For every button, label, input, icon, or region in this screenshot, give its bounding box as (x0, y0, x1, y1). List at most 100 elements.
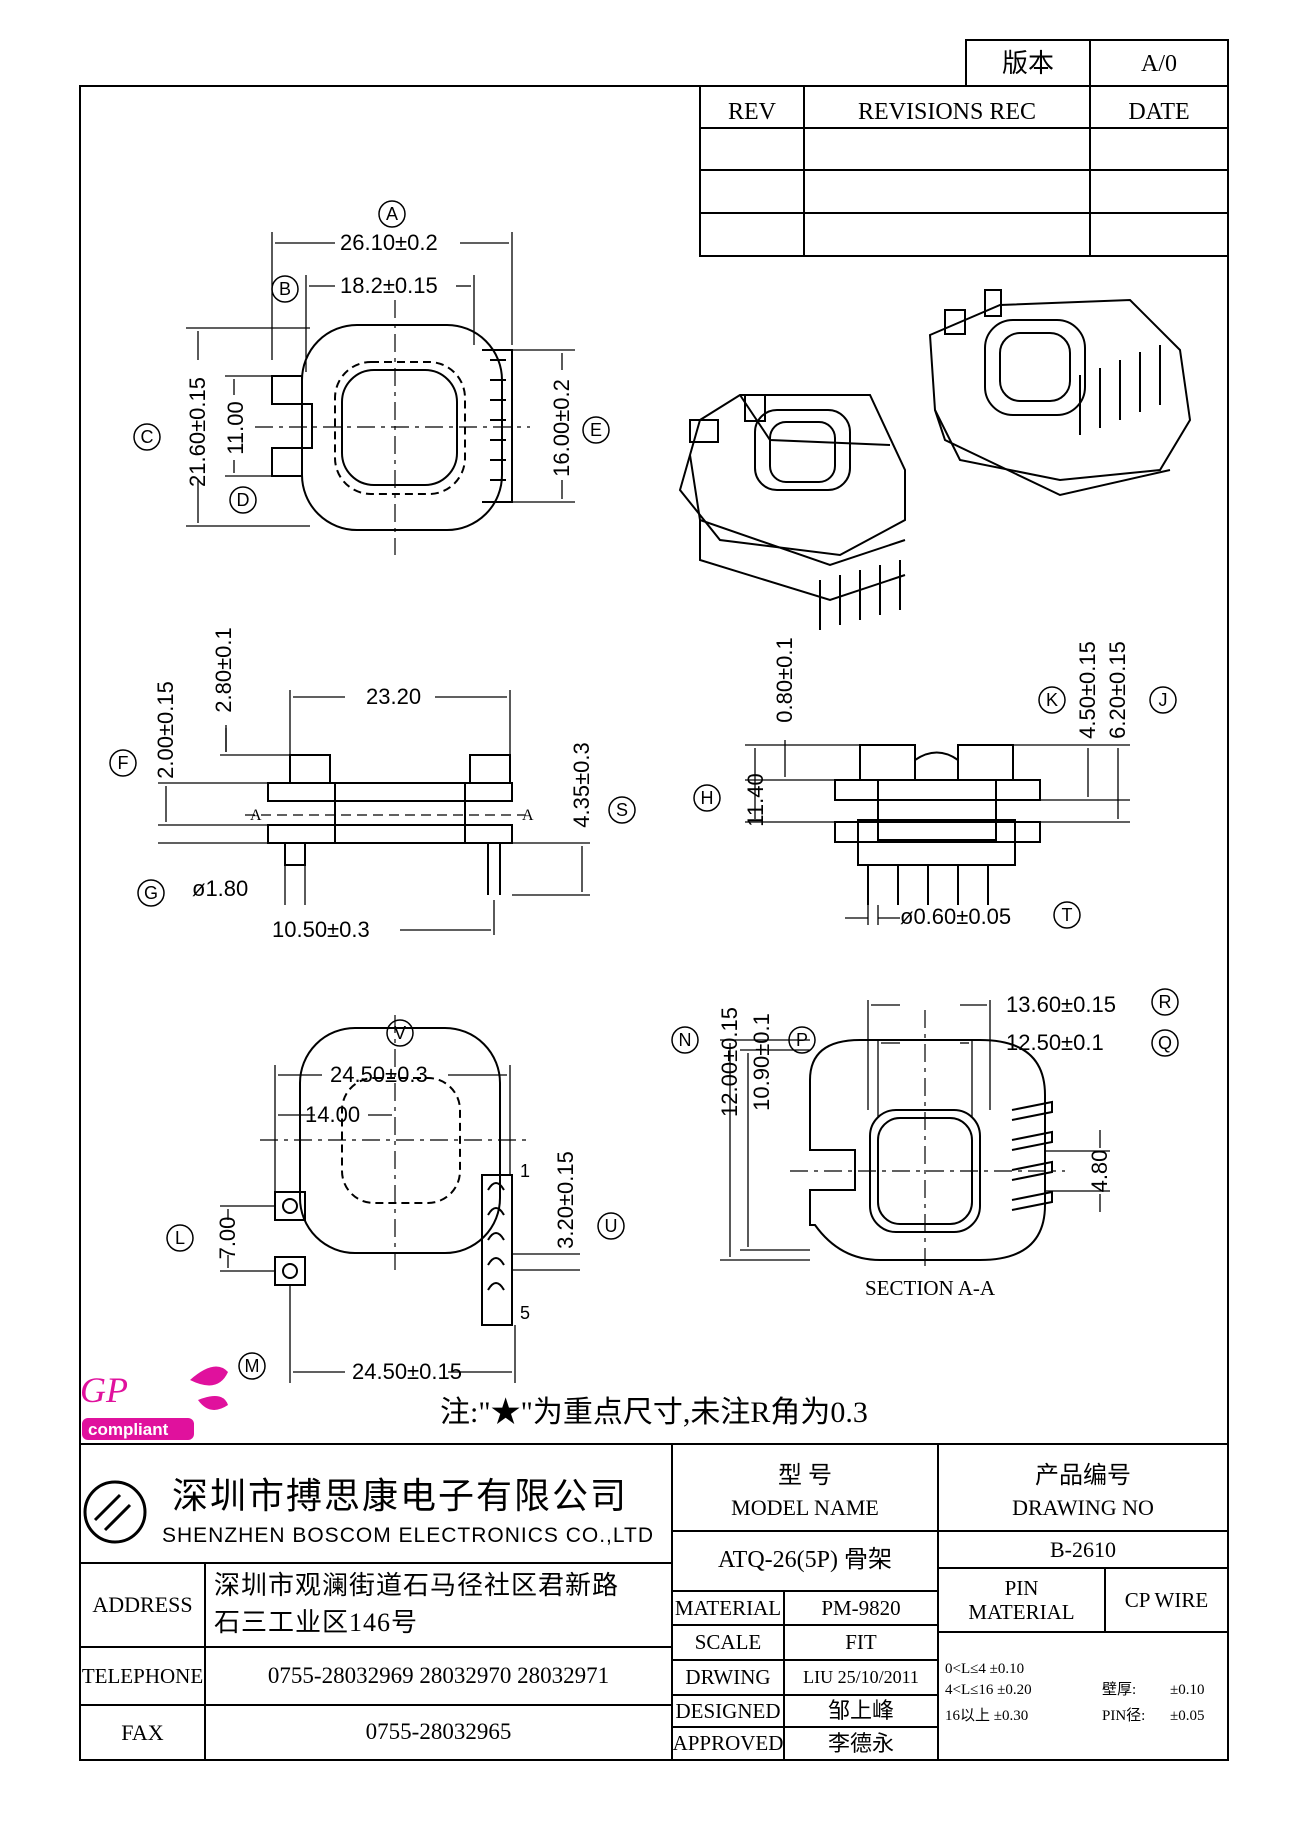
scale-label: SCALE (694, 1630, 762, 1655)
side-view (245, 754, 525, 895)
section-label: SECTION A-A (865, 1276, 996, 1300)
dim-g: ø1.80 (192, 876, 249, 901)
callout-h: H (700, 788, 714, 808)
dim-k: 4.50±0.15 (1075, 641, 1100, 739)
drawing-no-en: DRAWING NO (1012, 1495, 1154, 1520)
callout-circles (109, 200, 1179, 1380)
address-line-1: 深圳市观澜街道石马径社区君新路 (214, 1571, 620, 1600)
callout-l: L (174, 1228, 186, 1248)
pin-material-label: PIN MATERIAL (968, 1575, 1075, 1624)
drawing-no-value: B-2610 (1050, 1537, 1116, 1562)
wall-thickness-label: 壁厚: (1102, 1682, 1137, 1698)
pin-diameter-value: ±0.05 (1170, 1708, 1205, 1724)
title-block-lines (80, 1443, 1228, 1760)
callout-u: U (604, 1216, 618, 1236)
callout-j: J (1158, 690, 1168, 710)
revisions-table (699, 85, 1229, 257)
revisions-rec-header: REVISIONS REC (857, 99, 1037, 125)
drawing-no-cn: 产品编号 (1035, 1463, 1131, 1489)
company-logo-icon (83, 1480, 147, 1544)
wall-thickness-value: ±0.10 (1170, 1682, 1205, 1698)
dim-side-bottom: 10.50±0.3 (272, 917, 370, 942)
callout-c: C (140, 427, 154, 447)
gp-logo-text: GP (80, 1370, 128, 1410)
section-mark-right: A (522, 807, 534, 824)
outer-border (79, 85, 1229, 1761)
tolerance-row-3: 16以上 ±0.30 (945, 1708, 1029, 1724)
tolerance-row-2: 4<L≤16 ±0.20 (945, 1682, 1032, 1698)
dim-n: 12.00±0.15 (717, 1007, 742, 1117)
version-label: 版本 (1001, 49, 1055, 78)
dim-s: 4.35±0.3 (569, 742, 594, 828)
material-value: PM-9820 (821, 1595, 901, 1620)
section-view-dims (720, 1000, 1110, 1261)
callout-r: R (1158, 992, 1172, 1012)
pin-5-label: 5 (520, 1303, 531, 1323)
section-view (790, 1010, 1065, 1270)
callout-a: A (385, 204, 399, 224)
callout-m: M (244, 1356, 260, 1376)
dim-c: 21.60±0.15 (185, 377, 210, 487)
material-label: MATERIAL (674, 1595, 782, 1620)
address-line-2: 石三工业区146号 (214, 1608, 419, 1637)
dim-f: 2.00±0.15 (153, 681, 178, 779)
dim-r: 13.60±0.15 (1006, 992, 1116, 1017)
address-label: ADDRESS (92, 1592, 193, 1618)
dim-e: 16.00±0.2 (549, 379, 574, 477)
pin-material-value: CP WIRE (1124, 1587, 1209, 1612)
telephone-label: TELEPHONE (81, 1663, 204, 1688)
bottom-view (260, 1015, 530, 1326)
callout-q: Q (1157, 1033, 1173, 1053)
dim-j: 6.20±0.15 (1105, 641, 1130, 739)
dim-h: 11.40 (743, 773, 768, 827)
compliant-logo-text: compliant (88, 1420, 169, 1439)
callout-d: D (236, 490, 250, 510)
drwing-value: LIU 25/10/2011 (803, 1667, 919, 1688)
callout-f: F (117, 753, 129, 773)
scale-value: FIT (845, 1630, 877, 1655)
callout-k: K (1045, 690, 1059, 710)
dim-side-upper: 2.80±0.1 (211, 627, 236, 713)
designed-label: DESIGNED (675, 1698, 781, 1723)
dim-u: 3.20±0.15 (553, 1151, 578, 1249)
date-header: DATE (1128, 99, 1190, 125)
telephone-value: 0755-28032969 28032970 28032971 (267, 1662, 610, 1688)
model-name-cn: 型 号 (778, 1463, 832, 1489)
dim-side-length: 23.20 (366, 684, 422, 709)
front-view-dims (745, 740, 1130, 925)
company-name-cn: 深圳市搏思康电子有限公司 (172, 1476, 629, 1516)
company-name-en: SHENZHEN BOSCOM ELECTRONICS CO.,LTD (162, 1524, 654, 1547)
bottom-view-dims (220, 1065, 580, 1383)
iso-view-2 (928, 289, 1192, 497)
model-value: ATQ-26(5P) 骨架 (718, 1547, 892, 1573)
callout-p: P (795, 1030, 809, 1050)
callout-s: S (615, 800, 629, 820)
fax-value: 0755-28032965 (365, 1719, 512, 1745)
callout-t: T (1061, 905, 1073, 925)
approved-label: APPROVED (672, 1731, 784, 1756)
side-view-dims (158, 690, 590, 935)
callout-g: G (143, 883, 159, 903)
dim-t: ø0.60±0.05 (900, 904, 1012, 929)
dim-q: 12.50±0.1 (1006, 1030, 1104, 1055)
front-view (834, 744, 1041, 905)
section-mark-left: A (250, 807, 262, 824)
designed-value: 邹上峰 (827, 1698, 894, 1724)
fax-label: FAX (121, 1719, 164, 1745)
top-view-dims (186, 232, 575, 527)
dim-a: 26.10±0.2 (340, 230, 438, 255)
dim-bottom-inner: 14.00 (305, 1102, 361, 1127)
dim-section-height: 4.80 (1087, 1149, 1112, 1193)
dim-d: 11.00 (223, 401, 248, 455)
approved-value: 李德永 (827, 1730, 894, 1756)
gp-compliant-logo (82, 1366, 228, 1440)
dim-l: 7.00 (215, 1216, 240, 1260)
dim-p: 10.90±0.1 (749, 1013, 774, 1111)
callout-b: B (278, 279, 292, 299)
pin-1-label: 1 (520, 1161, 531, 1181)
callout-e: E (589, 420, 603, 440)
dim-b: 18.2±0.15 (340, 273, 438, 298)
version-value: A/0 (1141, 51, 1177, 77)
dim-front-top: 0.80±0.1 (772, 637, 797, 723)
